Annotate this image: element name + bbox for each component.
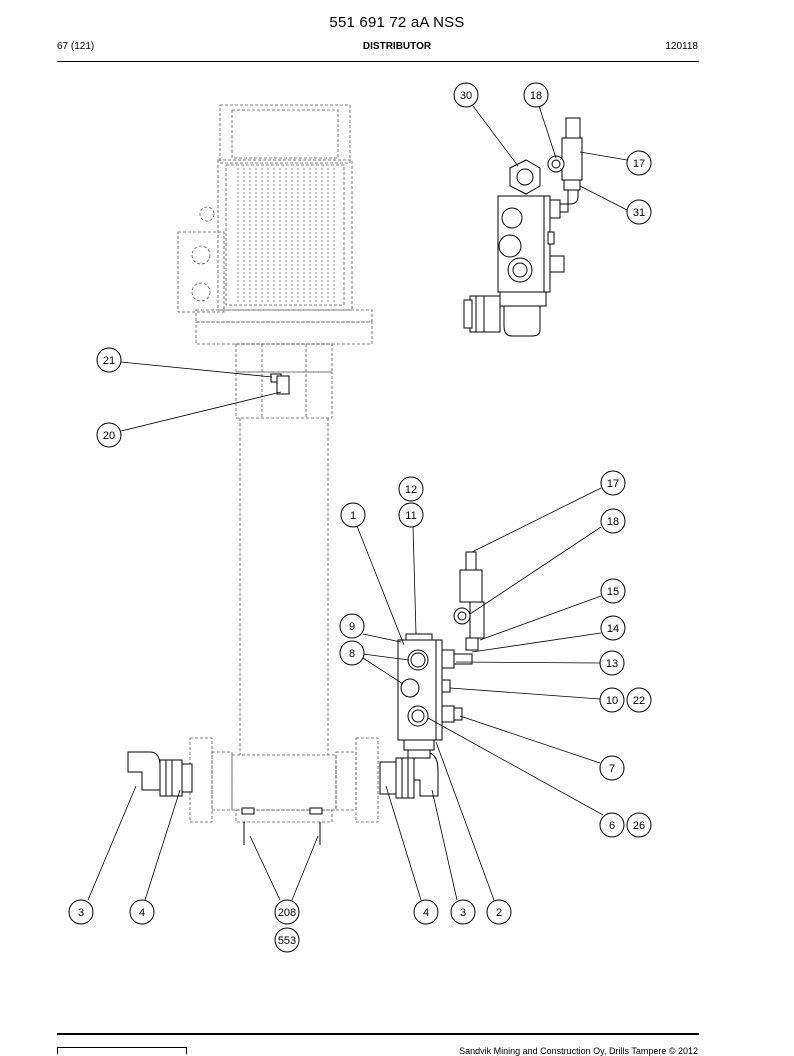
- callout-18: 18: [530, 90, 542, 102]
- callout-8: 8: [349, 648, 355, 660]
- callout-11: 11: [405, 510, 416, 522]
- callout-208: 208: [278, 907, 296, 919]
- leader-lines: [87, 105, 628, 901]
- doc-title: 551 691 72 aA NSS: [329, 14, 465, 31]
- callout-12: 12: [405, 484, 417, 496]
- footer-copyright: Sandvik Mining and Construction Oy, Dril…: [459, 1046, 698, 1056]
- callout-10: 10: [606, 695, 618, 707]
- callout-4: 4: [139, 907, 145, 919]
- callout-1: 1: [350, 510, 356, 522]
- section-title: DISTRIBUTOR: [362, 41, 432, 52]
- callout-26: 26: [633, 820, 645, 832]
- callout-3: 3: [78, 907, 84, 919]
- callout-4: 4: [423, 907, 429, 919]
- callout-17: 17: [607, 478, 619, 490]
- callout-labels: 30 18 17 31 21 20 12 11 1 17 18 15 14 9 …: [78, 90, 645, 947]
- callout-2: 2: [496, 907, 502, 919]
- callout-3: 3: [460, 907, 466, 919]
- callout-7: 7: [609, 763, 615, 775]
- callout-553: 553: [278, 935, 296, 947]
- callout-20: 20: [103, 430, 115, 442]
- callout-22: 22: [633, 695, 645, 707]
- callout-14: 14: [607, 623, 619, 635]
- callout-30: 30: [460, 90, 472, 102]
- solid-parts: [127, 117, 583, 845]
- header-rule: [57, 61, 699, 62]
- callout-13: 13: [606, 658, 618, 670]
- callout-21: 21: [103, 355, 115, 367]
- footer-logo: [57, 1047, 187, 1054]
- callout-bubbles: [68, 82, 652, 953]
- doc-code: 120118: [665, 41, 698, 52]
- pump-assembly-phantom: [177, 104, 379, 823]
- callout-6: 6: [609, 820, 615, 832]
- callout-18: 18: [607, 516, 619, 528]
- callout-15: 15: [607, 586, 619, 598]
- page-number: 67 (121): [57, 41, 95, 52]
- callout-9: 9: [349, 621, 355, 633]
- callout-17: 17: [633, 158, 645, 170]
- callout-31: 31: [633, 207, 645, 219]
- footer-rule: [57, 1033, 699, 1035]
- motor-fins: [237, 168, 335, 302]
